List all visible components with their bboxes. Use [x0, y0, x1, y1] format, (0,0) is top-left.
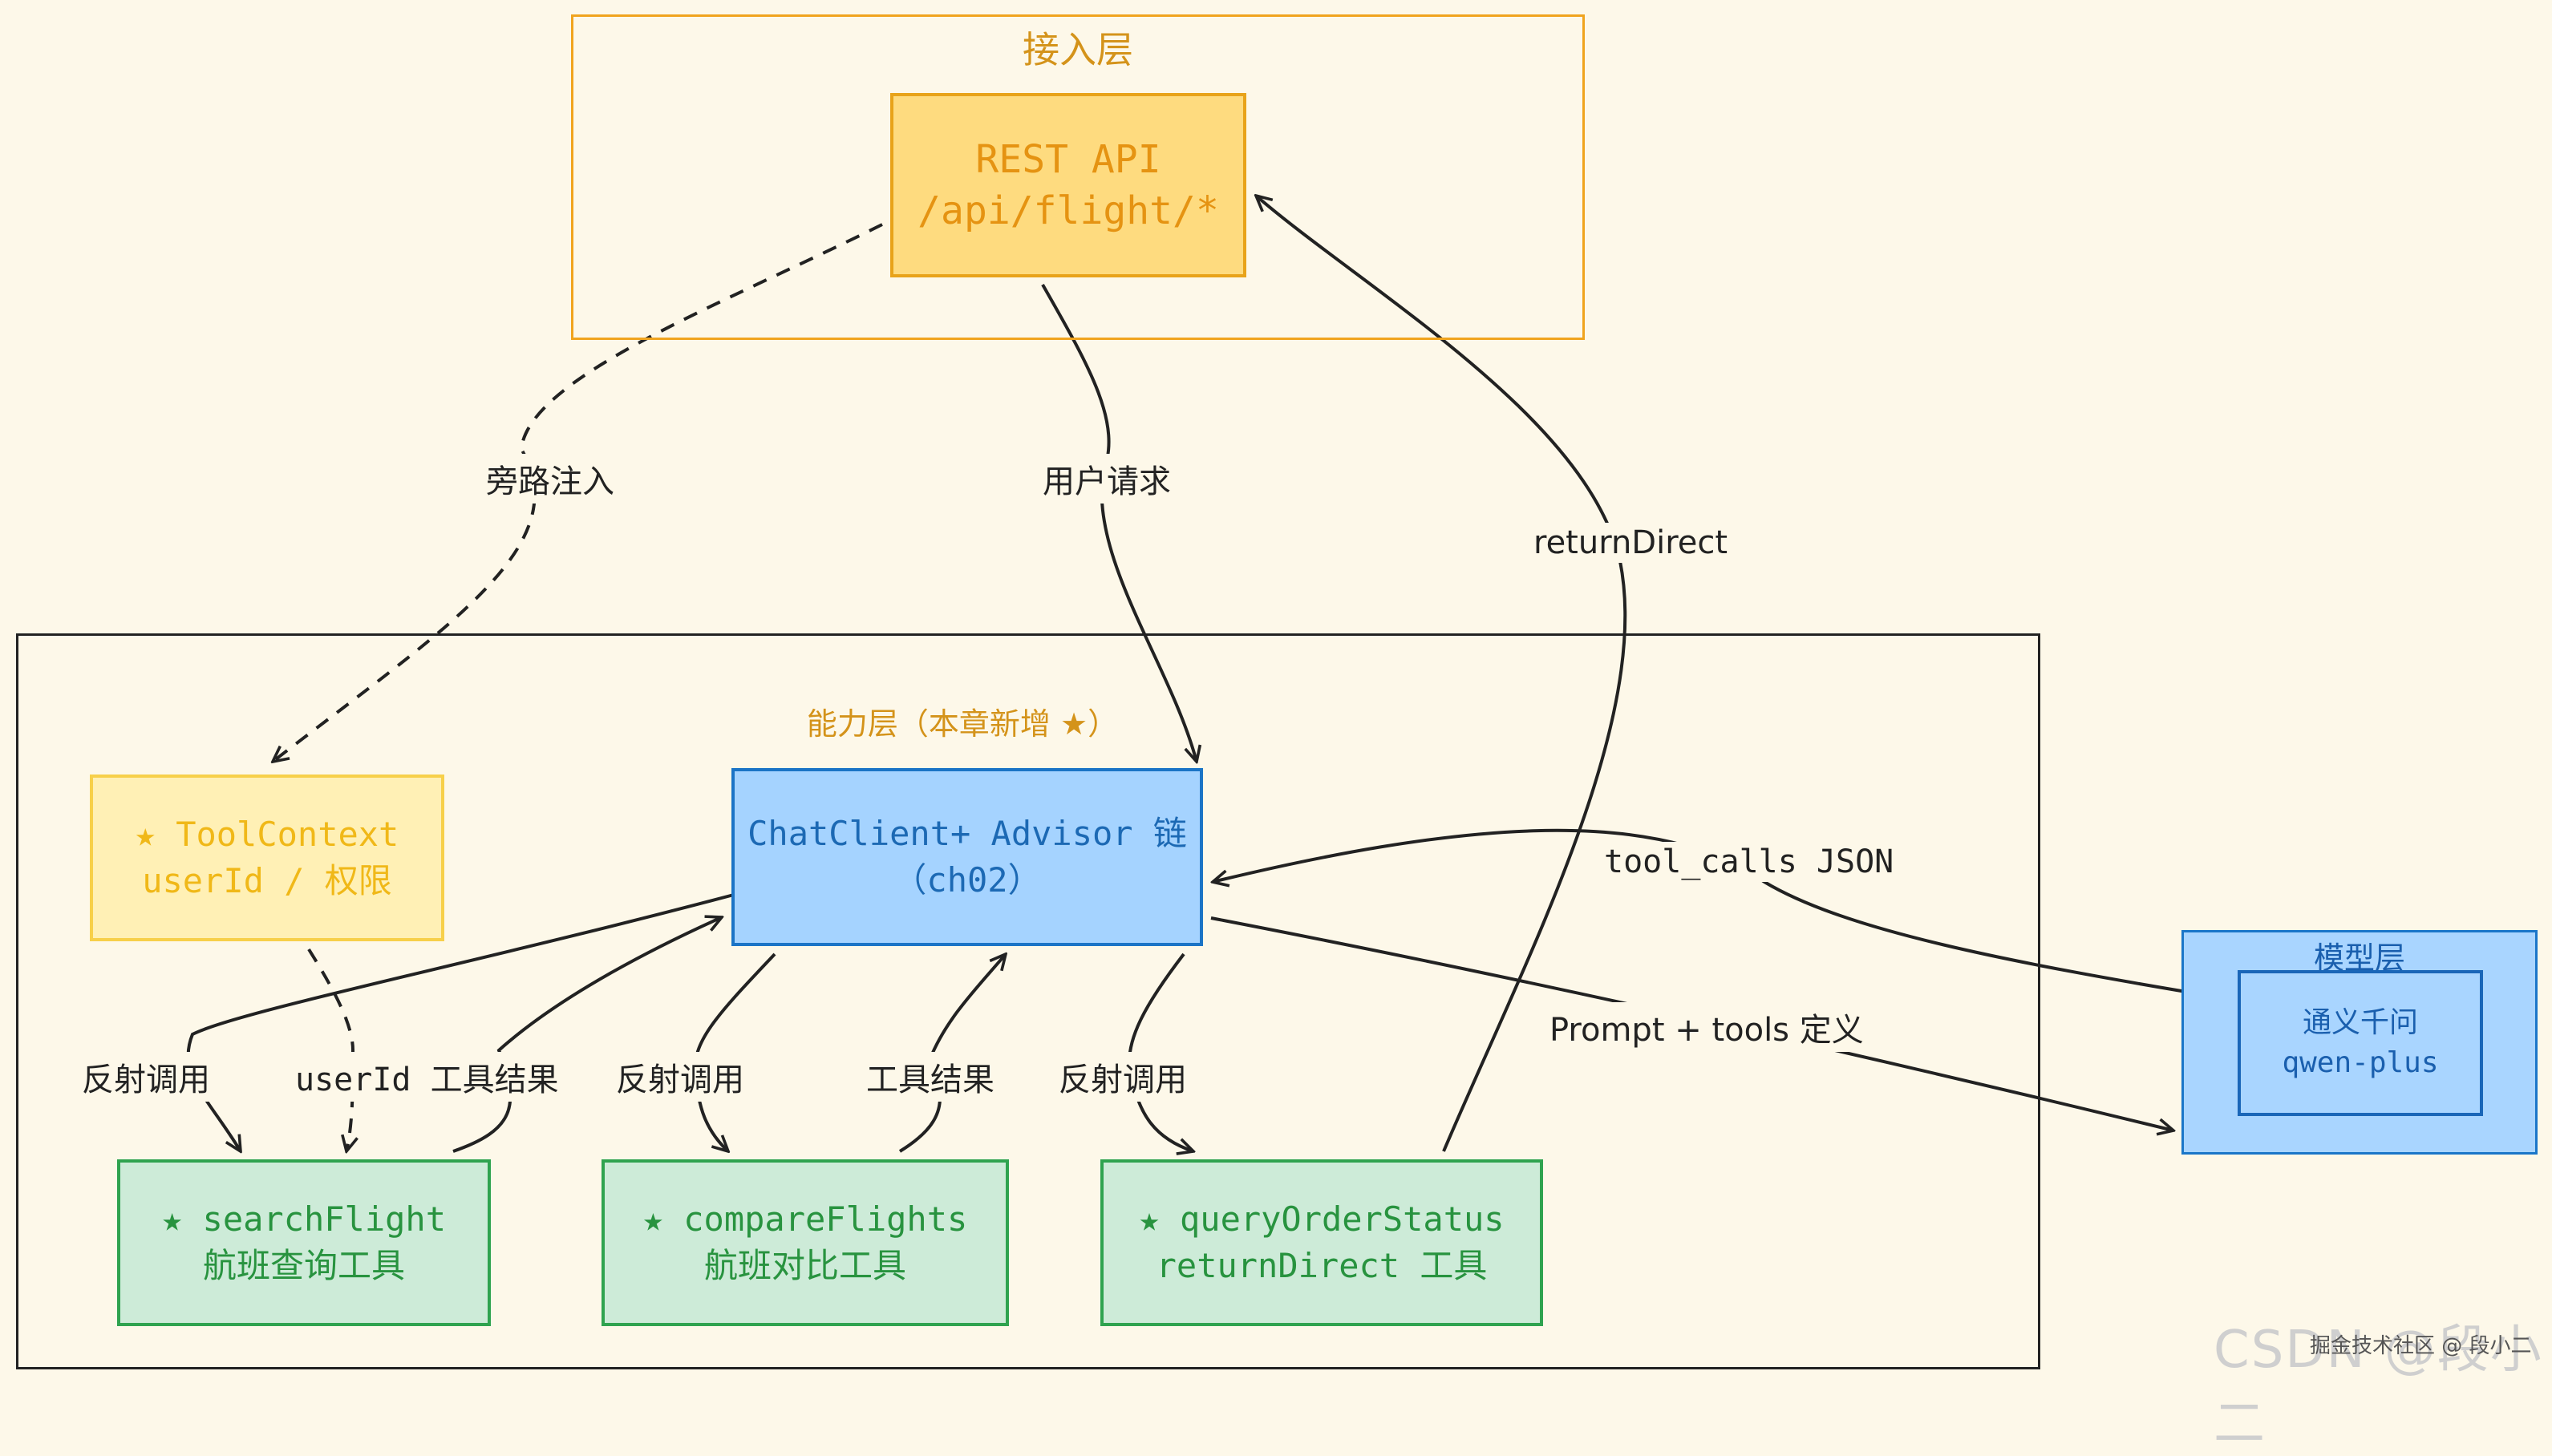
edge-label-prompt-tools: Prompt + tools 定义 [1545, 1002, 1869, 1052]
toolcontext-title: ★ ToolContext [135, 815, 399, 854]
compareflights-node[interactable]: ★ compareFlights 航班对比工具 [602, 1159, 1009, 1326]
access-layer-title: 接入层 [1023, 28, 1133, 71]
compareflights-title: ★ compareFlights [642, 1199, 968, 1239]
edge-label-tool-result: 工具结果 [861, 1052, 999, 1102]
qwen-title: 通义千问 [2302, 1006, 2418, 1039]
edge-label-return-direct: returnDirect [1529, 523, 1733, 563]
edge-bypass [273, 223, 883, 762]
searchflight-node[interactable]: ★ searchFlight 航班查询工具 [117, 1159, 491, 1326]
rest-api-path: /api/flight/* [918, 188, 1219, 233]
qwen-subtitle: qwen-plus [2282, 1046, 2439, 1079]
edge-label-bypass: 旁路注入 [481, 454, 619, 504]
chatclient-subtitle: （ch02） [893, 860, 1042, 900]
qwen-node[interactable]: 通义千问 qwen-plus [2238, 970, 2483, 1116]
rest-api-node[interactable]: REST API /api/flight/* [890, 93, 1246, 277]
access-layer-frame [571, 14, 1585, 340]
edge-label-reflect-1: 反射调用 [77, 1052, 215, 1102]
queryorderstatus-node[interactable]: ★ queryOrderStatus returnDirect 工具 [1100, 1159, 1543, 1326]
toolcontext-node[interactable]: ★ ToolContext userId / 权限 [90, 775, 444, 941]
chatclient-title: ChatClient+ Advisor 链 [747, 814, 1187, 853]
queryorderstatus-subtitle: returnDirect 工具 [1156, 1246, 1488, 1285]
edge-search-result [452, 917, 722, 1153]
edge-label-tool-calls: tool_calls JSON [1599, 842, 1899, 882]
searchflight-subtitle: 航班查询工具 [202, 1246, 405, 1285]
edge-userid [307, 948, 353, 1151]
capability-layer-title: 能力层（本章新增 ★） [806, 706, 1119, 742]
searchflight-title: ★ searchFlight [161, 1199, 446, 1239]
toolcontext-subtitle: userId / 权限 [142, 861, 392, 900]
model-layer-title: 模型层 [2313, 940, 2405, 976]
edge-label-reflect-3: 反射调用 [1054, 1052, 1192, 1102]
queryorderstatus-title: ★ queryOrderStatus [1139, 1199, 1505, 1239]
juejin-watermark: 掘金技术社区 @ 段小二 [2310, 1334, 2532, 1358]
capability-layer-frame [16, 633, 2040, 1369]
edge-label-user-request: 用户请求 [1038, 454, 1176, 504]
edge-label-reflect-2: 反射调用 [611, 1052, 749, 1102]
rest-api-title: REST API [975, 137, 1161, 182]
compareflights-subtitle: 航班对比工具 [703, 1246, 906, 1285]
chatclient-node[interactable]: ChatClient+ Advisor 链 （ch02） [731, 768, 1203, 946]
edge-label-userid-result: userId 工具结果 [290, 1052, 564, 1102]
